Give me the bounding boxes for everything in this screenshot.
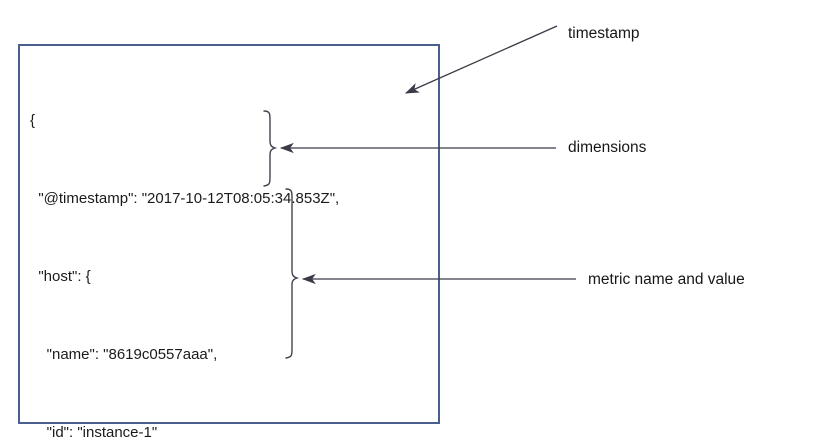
code-line: "host": {	[30, 268, 91, 285]
code-line: {	[30, 112, 36, 129]
annotation-label-timestamp: timestamp	[568, 25, 640, 42]
annotation-label-metric: metric name and value	[588, 271, 745, 288]
annotation-label-dimensions: dimensions	[568, 139, 647, 156]
code-line: "name": "8619c0557aaa",	[30, 346, 218, 363]
code-line: "@timestamp": "2017-10-12T08:05:34.853Z"…	[30, 190, 340, 207]
json-code-block: { "@timestamp": "2017-10-12T08:05:34.853…	[30, 56, 430, 437]
code-line: "id": "instance-1"	[30, 424, 158, 437]
metric-document-box: { "@timestamp": "2017-10-12T08:05:34.853…	[18, 44, 440, 437]
